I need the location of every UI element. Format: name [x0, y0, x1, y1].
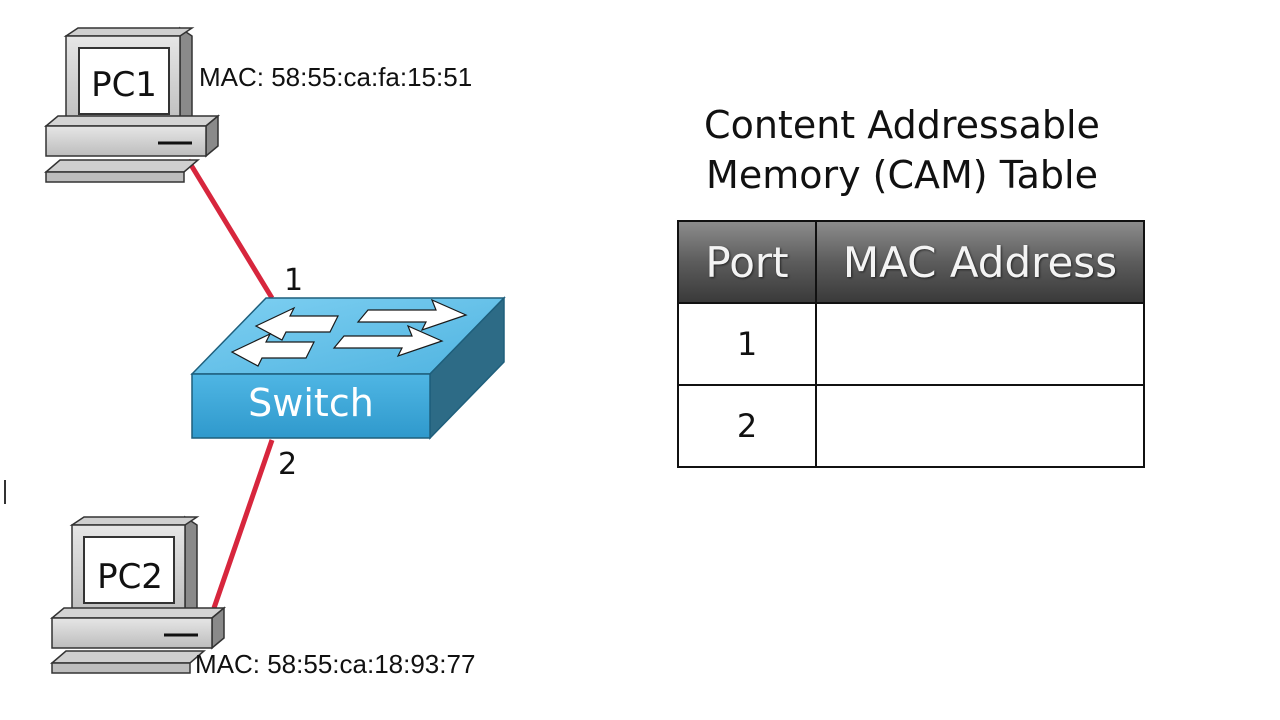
cell-port: 2: [677, 384, 817, 468]
header-mac-address: MAC Address: [815, 220, 1145, 304]
switch-icon: [190, 296, 506, 440]
cam-table-header-row: Port MAC Address: [677, 220, 1145, 304]
port-1-label: 1: [284, 263, 303, 298]
cam-title-line-2: Memory (CAM) Table: [706, 153, 1098, 197]
switch-arrows-icon: [230, 298, 468, 367]
switch-label: Switch: [248, 381, 374, 425]
port-2-label: 2: [278, 447, 297, 482]
pc2-mac: MAC: 58:55:ca:18:93:77: [195, 649, 475, 679]
pc2-label: PC2: [97, 557, 163, 597]
pc1-icon: [43, 26, 221, 183]
table-row: 1: [677, 302, 1145, 386]
link-pc1-switch: [185, 158, 275, 300]
pc1-label: PC1: [91, 65, 157, 105]
pc1-mac: MAC: 58:55:ca:fa:15:51: [199, 62, 472, 92]
link-pc2-switch: [211, 439, 275, 609]
cell-port: 1: [677, 302, 817, 386]
edge-artifact: [0, 480, 6, 504]
cell-mac: [815, 302, 1145, 386]
pc2-icon: [49, 515, 227, 674]
table-row: 2: [677, 384, 1145, 468]
cell-mac: [815, 384, 1145, 468]
cam-title-line-1: Content Addressable: [704, 103, 1100, 147]
cam-table: Port MAC Address 1 2: [677, 220, 1145, 468]
header-port: Port: [677, 220, 817, 304]
cam-table-title: Content Addressable Memory (CAM) Table: [640, 100, 1164, 200]
